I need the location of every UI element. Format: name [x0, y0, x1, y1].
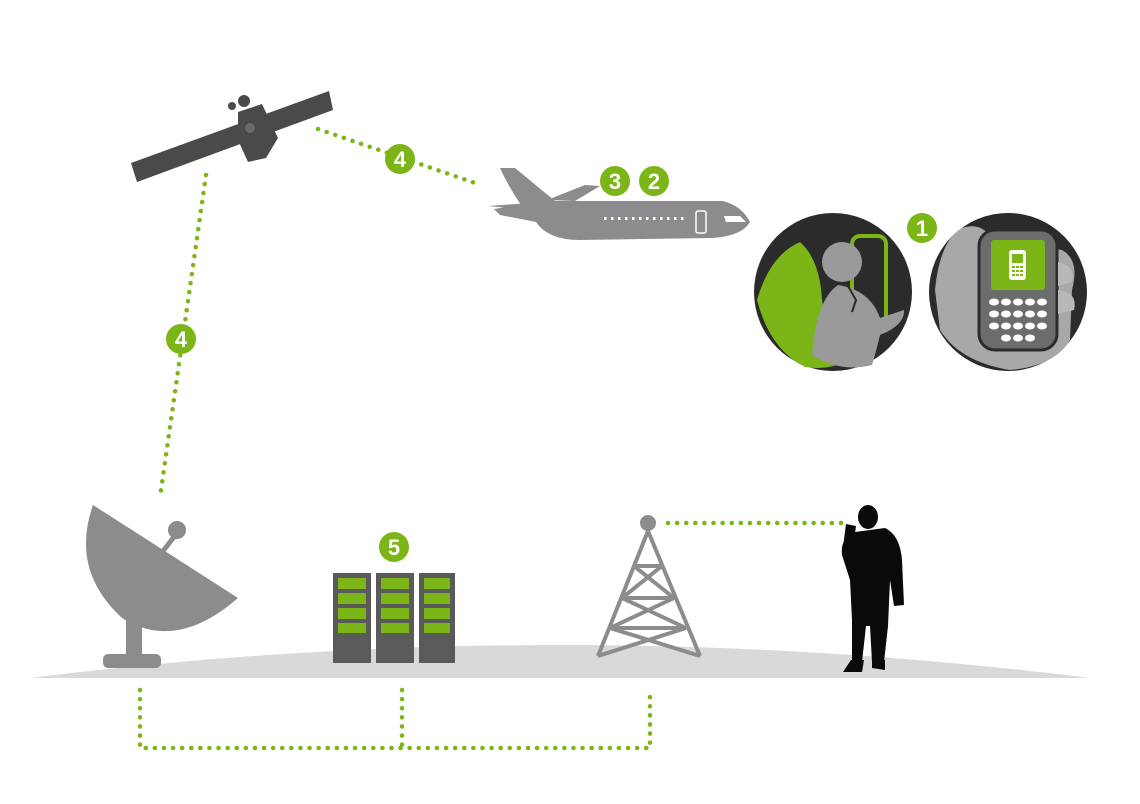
satellite-icon [131, 91, 333, 182]
svg-text:5: 5 [388, 535, 400, 560]
svg-text:3: 3 [609, 169, 621, 194]
step-badge-ground-link: 4 [166, 324, 196, 354]
svg-text:4: 4 [394, 147, 407, 172]
ground [30, 645, 1090, 678]
mobile-phone-icon [929, 213, 1087, 371]
passenger-phone-call-icon [754, 213, 912, 371]
airplane-icon [488, 168, 750, 240]
step-badge-servers: 5 [379, 532, 409, 562]
step-badge-aircraft-3: 3 [600, 166, 630, 196]
step-badge-aircraft-2: 2 [639, 166, 669, 196]
step-badge-satellite-link: 4 [385, 144, 415, 174]
standing-man-phone-icon [841, 505, 904, 672]
server-rack-icon [333, 573, 455, 663]
link-ground-network [137, 687, 653, 751]
svg-text:2: 2 [648, 169, 660, 194]
step-badge-handset: 1 [907, 213, 937, 243]
svg-text:1: 1 [916, 216, 928, 241]
cell-tower-icon [596, 515, 702, 658]
satellite-dish-icon [85, 505, 238, 668]
svg-text:4: 4 [175, 327, 188, 352]
